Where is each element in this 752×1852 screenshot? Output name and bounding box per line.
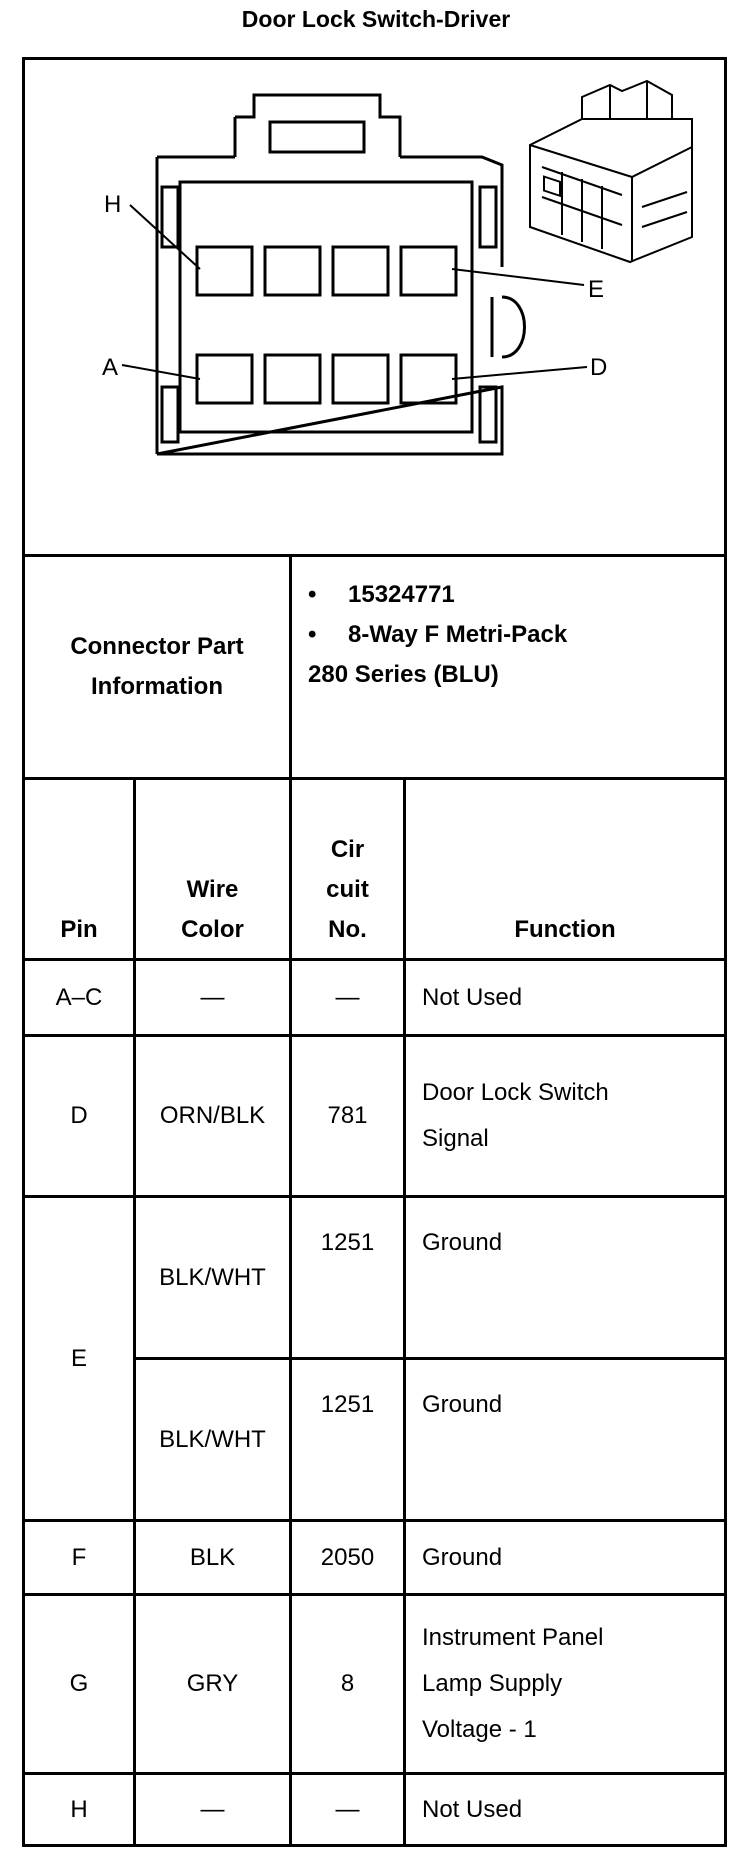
pin-label-e: E	[588, 276, 604, 303]
pin-label-d: D	[590, 354, 607, 381]
connector-type: •8-Way F Metri-Pack	[308, 621, 568, 648]
row-circuit: —	[335, 1795, 360, 1823]
row-function: Ground	[422, 1229, 503, 1256]
row-circuit: 1251	[320, 1391, 375, 1418]
pin-label-h: H	[104, 191, 121, 218]
part-info-values: •15324771 •8-Way F Metri-Pack 280 Series…	[292, 557, 724, 777]
row-wire-color: —	[200, 1795, 225, 1823]
header-function: Function	[514, 916, 616, 943]
header-pin: Pin	[60, 916, 98, 943]
row-wire-color: BLK	[189, 1543, 236, 1571]
row-pin: G	[69, 1670, 89, 1697]
cavities	[195, 245, 458, 405]
header-circuit-no: Cir cuit No.	[326, 836, 369, 943]
row-pin: D	[70, 1102, 88, 1129]
row-function: Instrument Panel Lamp Supply Voltage - 1	[422, 1624, 604, 1743]
header-wire-color: Wire Color	[181, 876, 244, 943]
row-circuit: 781	[327, 1102, 368, 1129]
row-pin: A–C	[55, 983, 103, 1011]
row-circuit: —	[335, 983, 360, 1011]
row-wire-color: BLK/WHT	[159, 1425, 266, 1453]
connector-table: H E A D Connector Part Information •1	[22, 57, 727, 1847]
row-circuit: 8	[340, 1670, 355, 1697]
row-wire-color: ORN/BLK	[159, 1102, 266, 1129]
row-function: Door Lock Switch Signal	[422, 1079, 609, 1152]
row-pin: E	[70, 1344, 87, 1372]
row-function: Ground	[422, 1391, 503, 1418]
row-function: Not Used	[422, 983, 523, 1011]
row-circuit: 2050	[320, 1543, 375, 1571]
row-circuit: 1251	[320, 1229, 375, 1256]
row-function: Ground	[422, 1543, 503, 1571]
connector-isometric-icon	[529, 79, 693, 264]
row-wire-color: GRY	[186, 1670, 239, 1697]
page-title: Door Lock Switch-Driver	[241, 6, 511, 32]
connector-series: 280 Series (BLU)	[308, 661, 499, 688]
pin-label-a: A	[102, 354, 118, 381]
row-wire-color: —	[200, 983, 225, 1011]
row-pin: H	[70, 1795, 88, 1823]
row-pin: F	[71, 1543, 87, 1571]
row-wire-color: BLK/WHT	[159, 1263, 266, 1291]
connector-diagram: H E A D	[102, 79, 693, 456]
part-info-label: Connector Part Information	[70, 633, 244, 700]
row-function: Not Used	[422, 1795, 523, 1823]
part-number: •15324771	[308, 581, 455, 608]
